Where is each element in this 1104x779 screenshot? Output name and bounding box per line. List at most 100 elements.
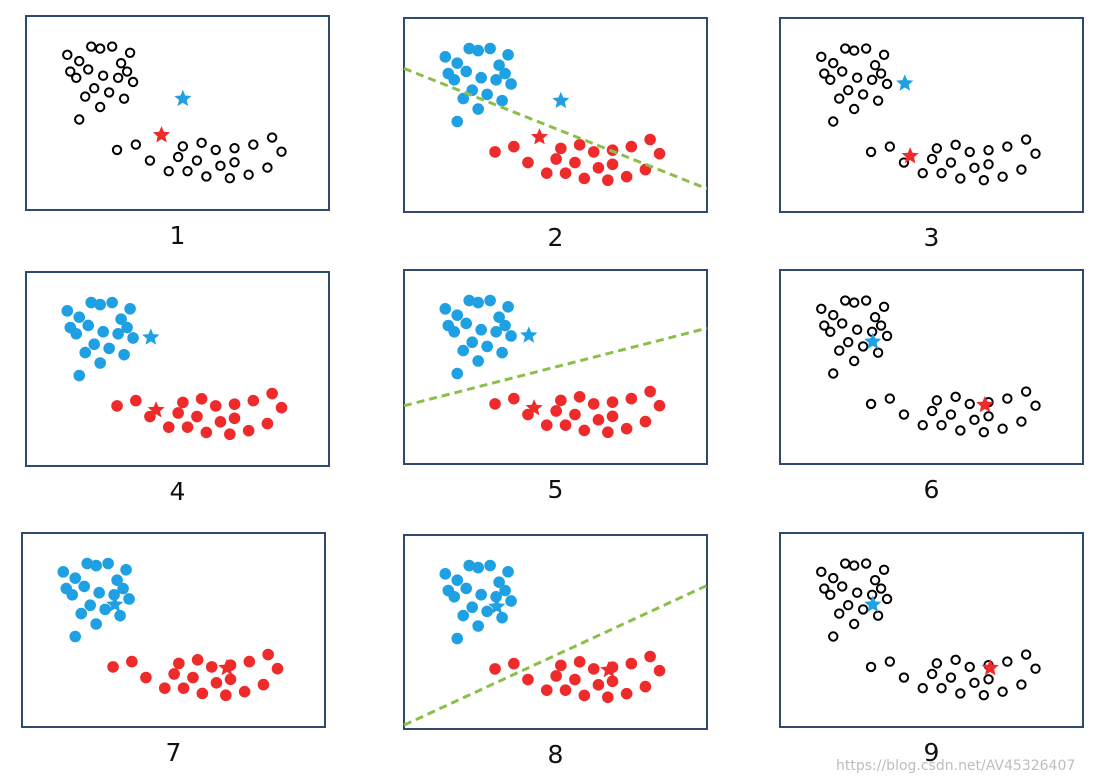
data-point [1020,386,1032,397]
data-point [881,78,893,90]
data-point [123,593,135,605]
data-point [490,73,502,86]
data-point [1002,141,1013,152]
data-point [828,572,839,584]
data-point [825,589,836,600]
panel-frame [403,534,708,730]
data-point [200,426,213,439]
decision-boundary [403,326,708,408]
data-point [115,57,127,69]
data-point [118,348,130,361]
data-point [181,421,194,433]
data-point [262,648,274,661]
data-point [860,558,872,569]
data-point [214,416,227,428]
data-point [168,668,180,680]
data-point [878,301,890,312]
data-point [460,317,473,330]
data-point [872,347,884,358]
data-point [602,691,614,704]
data-point [130,394,142,407]
data-point [1020,649,1032,660]
data-point [872,95,884,106]
data-point [840,43,851,54]
data-point [884,393,896,404]
data-point [196,687,209,700]
data-point [84,599,96,612]
data-point [472,355,484,367]
data-point [828,368,839,379]
data-point [825,74,836,85]
data-point [983,674,994,685]
data-point [276,146,287,157]
data-point [592,414,605,426]
panel-8: 8 [403,534,708,769]
data-point [505,595,517,607]
data-point [931,143,943,154]
data-point [489,663,501,675]
panel-label: 4 [170,477,186,506]
data-point [106,296,118,309]
centroid-blue-star-icon [174,89,192,107]
data-point [881,330,893,342]
panel-label: 7 [166,738,182,767]
data-point [71,72,82,83]
data-point [522,673,534,686]
centroid-red-star-icon [147,401,165,418]
data-point [103,342,115,355]
data-point [209,400,222,412]
data-point [451,632,464,645]
data-point [463,42,476,55]
panel-label: 1 [170,221,186,250]
centroid-blue-star-icon [142,328,160,345]
data-point [60,582,73,595]
data-point [945,672,957,683]
centroid-red-star-icon [901,147,919,164]
panel-frame [25,271,330,467]
data-point [94,298,106,311]
data-point [555,659,567,672]
data-point [460,65,473,78]
data-point [472,44,484,57]
data-point [224,673,237,686]
data-point [653,147,666,160]
data-point [606,396,619,408]
data-point [80,91,91,102]
data-point [210,144,221,156]
data-point [173,657,185,670]
data-point [177,682,190,694]
data-point [917,419,928,431]
data-point [121,66,133,77]
data-point [508,657,520,670]
data-point [94,43,106,54]
data-point [840,295,851,306]
data-point [978,690,990,701]
data-point [936,419,947,431]
data-point [997,686,1008,697]
data-point [931,395,943,406]
panel-label: 9 [924,738,940,767]
data-point [242,424,255,437]
data-point [559,167,572,179]
data-point [271,662,284,675]
data-point [228,412,241,425]
data-point [88,338,100,351]
data-point [983,144,994,156]
centroid-blue-star-icon [520,326,538,343]
data-point [1030,663,1041,674]
data-point [102,557,114,570]
data-point [869,311,881,323]
data-point [931,658,943,669]
data-point [851,324,863,335]
data-point [505,78,517,90]
data-point [493,59,505,71]
panel-frame [779,17,1084,213]
panel-5: 5 [403,269,708,504]
data-point [484,559,496,572]
data-point [481,605,493,618]
data-point [158,682,171,694]
panel-9: 9 [779,532,1084,767]
data-point [569,156,581,169]
data-point [578,689,591,702]
data-point [191,155,203,166]
